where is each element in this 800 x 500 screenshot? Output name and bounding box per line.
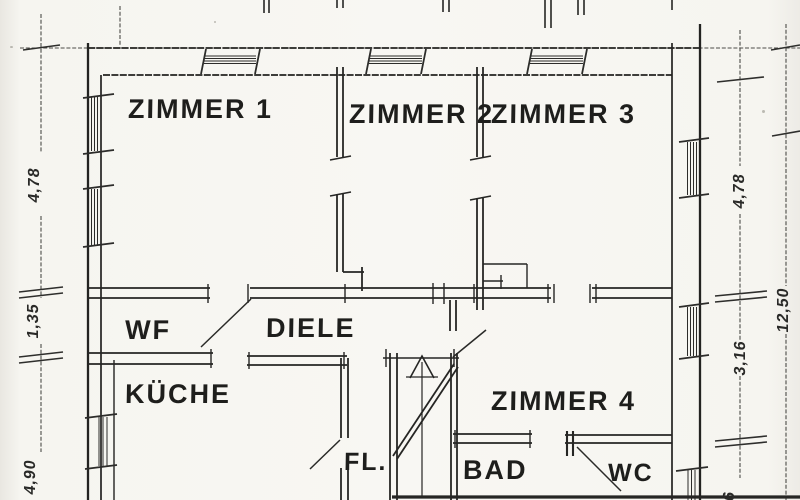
window-symbol bbox=[678, 137, 710, 199]
dim-label-right-top: 4,78 bbox=[731, 172, 748, 210]
stair-direction-arrow bbox=[406, 354, 438, 379]
stair-flight-line bbox=[392, 363, 455, 457]
window-symbol bbox=[82, 184, 115, 248]
door-swing-wc bbox=[576, 446, 622, 492]
room-label-zimmer-1: ZIMMER 1 bbox=[127, 94, 274, 124]
scan-speck bbox=[10, 46, 13, 48]
window-symbol bbox=[84, 413, 118, 470]
interior-walls bbox=[88, 67, 800, 500]
door-swing-kueche bbox=[309, 439, 341, 470]
room-label-wc: WC bbox=[607, 459, 654, 487]
room-label-fl: FL. bbox=[343, 448, 388, 476]
room-label-zimmer-4: ZIMMER 4 bbox=[490, 386, 637, 416]
room-label-diele: DIELE bbox=[265, 313, 356, 343]
window-symbol bbox=[675, 466, 709, 500]
dim-label-left-mid: 1,35 bbox=[25, 302, 42, 340]
door-swings bbox=[200, 298, 622, 492]
window-symbol bbox=[526, 48, 588, 75]
room-label-zimmer-2: ZIMMER 2 bbox=[348, 99, 495, 129]
dimension-lines bbox=[20, 6, 800, 500]
stair-symbol bbox=[383, 349, 459, 500]
window-symbol bbox=[365, 48, 427, 75]
scan-speck bbox=[214, 21, 216, 23]
window-symbol bbox=[82, 93, 115, 155]
room-label-bad: BAD bbox=[462, 455, 528, 485]
window-symbol bbox=[200, 48, 261, 75]
windows-group bbox=[82, 48, 710, 500]
dim-label-right-partial: 6 bbox=[721, 489, 738, 500]
dim-label-right-mid: 3,16 bbox=[732, 339, 749, 377]
scan-speck bbox=[762, 110, 765, 113]
dim-label-left-top: 4,78 bbox=[26, 166, 43, 204]
dim-label-left-bottom: 4,90 bbox=[22, 458, 39, 496]
door-swing-wf-diele bbox=[200, 298, 252, 348]
room-label-zimmer-3: ZIMMER 3 bbox=[490, 99, 637, 129]
room-label-wf: WF bbox=[124, 315, 172, 345]
window-symbol bbox=[678, 302, 710, 360]
door-swing-zimmer4 bbox=[452, 329, 487, 358]
room-label-kueche: KÜCHE bbox=[124, 379, 232, 409]
extension-stubs bbox=[263, 0, 673, 28]
dim-label-right-total: 12,50 bbox=[775, 286, 792, 334]
dimension-ticks bbox=[18, 44, 800, 448]
